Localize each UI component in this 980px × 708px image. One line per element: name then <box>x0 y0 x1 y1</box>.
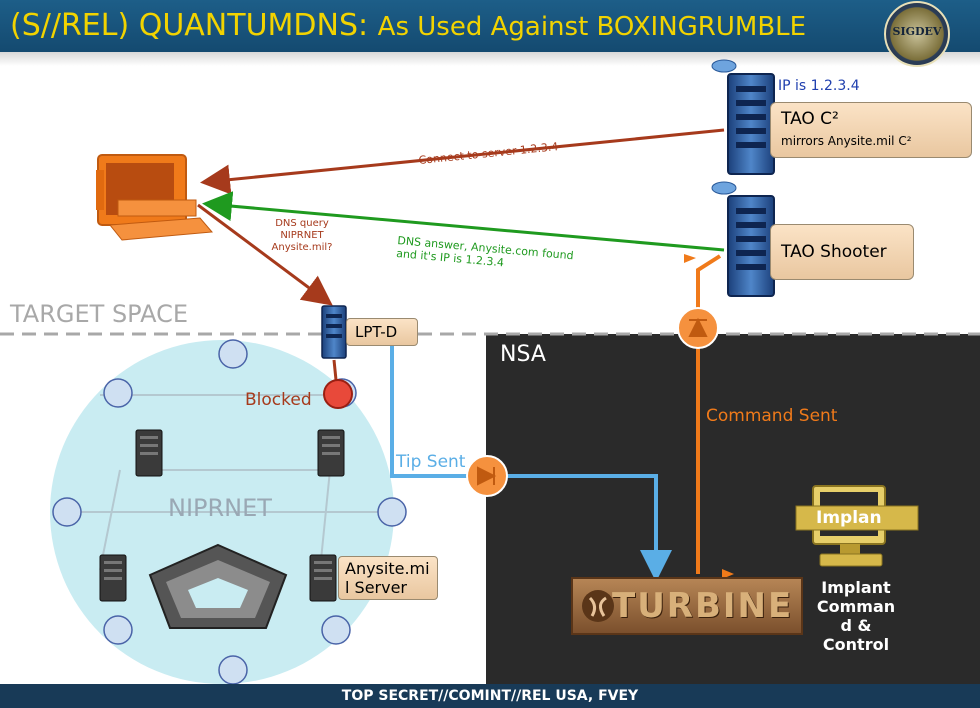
anysite-label-line1: Anysite.mi <box>345 559 430 578</box>
blocked-flow-line <box>332 359 338 381</box>
dns-answer-flow-arrow <box>202 191 725 252</box>
anysite-server-box: Anysite.mi l Server <box>338 556 438 600</box>
niprnet-label: NIPRNET <box>168 494 272 522</box>
dns-query-line2: NIPRNET <box>280 230 324 241</box>
anysite-label-line2: l Server <box>345 578 407 597</box>
nsa-label: NSA <box>500 342 546 367</box>
implant-monitor-icon <box>795 485 919 567</box>
sigdev-seal-icon: SIGDEV <box>884 1 950 67</box>
dns-query-flow-arrow <box>197 203 333 306</box>
tao-shooter-server-icon <box>711 181 775 297</box>
lpt-d-label: LPT-D <box>355 323 398 341</box>
implant-screen-label: Implan <box>816 508 882 528</box>
dns-query-line1: DNS query <box>275 218 329 229</box>
tao-c2-subtitle: mirrors Anysite.mil C² <box>781 134 912 148</box>
tip-sent-label: Tip Sent <box>396 452 466 472</box>
tao-c2-title: TAO C² <box>781 109 839 129</box>
target-space-label: TARGET SPACE <box>10 300 189 328</box>
header-bar: (S//REL) QUANTUMDNS: As Used Against BOX… <box>0 0 980 52</box>
header-shadow <box>0 52 980 66</box>
seal-text: SIGDEV <box>892 25 942 38</box>
target-computer-icon <box>96 154 214 241</box>
implant-caption-line1: Implant <box>821 578 891 597</box>
title-main: (S//REL) QUANTUMDNS: <box>10 8 369 43</box>
niprnet-links <box>60 394 390 571</box>
tao-c2-server-icon <box>711 59 775 175</box>
command-flow-line <box>696 254 722 574</box>
slide-title: (S//REL) QUANTUMDNS: As Used Against BOX… <box>10 8 806 43</box>
implant-caption-line3: d & <box>840 616 872 635</box>
pentagon-icon <box>148 543 288 629</box>
tao-c2-box: TAO C² mirrors Anysite.mil C² <box>770 102 972 158</box>
dns-query-line3: Anysite.mil? <box>271 242 333 253</box>
implant-caption-line2: Comman <box>816 597 896 616</box>
dns-query-label: DNS query NIPRNET Anysite.mil? <box>262 218 342 254</box>
blocked-label: Blocked <box>245 390 312 410</box>
tao-shooter-label: TAO Shooter <box>781 242 887 262</box>
connect-flow-arrow <box>200 128 725 195</box>
classification-footer: TOP SECRET//COMINT//REL USA, FVEY <box>0 684 980 708</box>
turbine-label: TURBINE <box>612 586 794 626</box>
tao-shooter-box: TAO Shooter <box>770 224 914 280</box>
server-slots <box>104 436 340 580</box>
tao-c2-ip-label: IP is 1.2.3.4 <box>778 78 860 94</box>
command-sent-label: Command Sent <box>706 406 838 426</box>
title-sub: As Used Against BOXINGRUMBLE <box>377 12 807 42</box>
implant-caption: Implant Comman d & Control <box>806 578 906 654</box>
turbine-logo-icon <box>582 590 614 622</box>
lpt-d-box: LPT-D <box>346 318 418 346</box>
implant-caption-line4: Control <box>822 635 890 654</box>
blocked-node-icon <box>323 379 353 409</box>
lpt-d-server-icon <box>321 305 347 359</box>
